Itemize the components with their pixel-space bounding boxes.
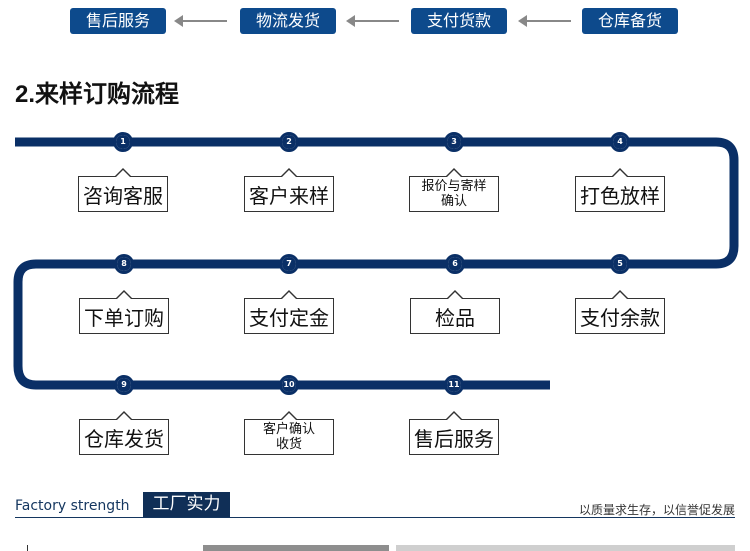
- step-number-badge: 1: [113, 132, 133, 152]
- step-label: 检品: [435, 305, 475, 330]
- step-number-badge: 3: [444, 132, 464, 152]
- top-flow-warehouse: 仓库备货: [582, 8, 678, 34]
- step-box: 支付余款: [575, 290, 665, 334]
- step-number-badge: 4: [610, 132, 630, 152]
- step-number-badge: 9: [114, 375, 134, 395]
- step-box: 报价与寄样 确认: [409, 168, 499, 212]
- step-box: 客户来样: [244, 168, 334, 212]
- top-flow-logistics: 物流发货: [240, 8, 336, 34]
- step-number: 6: [448, 257, 462, 271]
- arrow-left-icon: [518, 15, 571, 27]
- step-box: 咨询客服: [78, 168, 168, 212]
- factory-photo: [396, 545, 735, 551]
- step-number: 9: [117, 378, 131, 392]
- step-box: 打色放样: [575, 168, 665, 212]
- step-box: 支付定金: [244, 290, 334, 334]
- step-number: 8: [117, 257, 131, 271]
- step-label: 售后服务: [414, 426, 494, 451]
- step-number-badge: 2: [279, 132, 299, 152]
- step-label: 客户来样: [249, 183, 329, 208]
- footer-english-title: Factory strength: [15, 498, 130, 514]
- step-label: 打色放样: [580, 183, 660, 208]
- step-box: 仓库发货: [79, 411, 169, 455]
- step-number-badge: 6: [445, 254, 465, 274]
- step-number: 4: [613, 135, 627, 149]
- step-label: 仓库发货: [84, 426, 164, 451]
- step-label: 报价与寄样 确认: [421, 179, 487, 209]
- step-number: 5: [613, 257, 627, 271]
- step-label: 客户确认 收货: [262, 422, 315, 452]
- arrow-left-icon: [174, 15, 227, 27]
- step-number-badge: 7: [279, 254, 299, 274]
- step-label: 咨询客服: [83, 183, 163, 208]
- step-label: 支付余款: [580, 305, 660, 330]
- step-box: 售后服务: [409, 411, 499, 455]
- step-number-badge: 11: [444, 375, 464, 395]
- footer-slogan: 以质量求生存，以信誉促发展: [578, 503, 735, 517]
- factory-photo: [203, 545, 389, 551]
- step-box: 客户确认 收货: [244, 411, 334, 455]
- step-number: 7: [282, 257, 296, 271]
- divider-tick: [27, 545, 28, 551]
- step-number: 10: [282, 378, 296, 392]
- step-box: 下单订购: [79, 290, 169, 334]
- footer-badge: 工厂实力: [143, 492, 230, 517]
- top-flow-after-sales: 售后服务: [70, 8, 166, 34]
- step-number: 1: [116, 135, 130, 149]
- step-number: 11: [447, 378, 461, 392]
- step-number: 3: [447, 135, 461, 149]
- footer-divider: [15, 517, 735, 518]
- step-box: 检品: [410, 290, 500, 334]
- top-flow-payment: 支付货款: [411, 8, 507, 34]
- arrow-left-icon: [346, 15, 399, 27]
- step-number-badge: 8: [114, 254, 134, 274]
- step-label: 下单订购: [84, 305, 164, 330]
- section-title: 2.来样订购流程: [15, 81, 180, 108]
- step-label: 支付定金: [249, 305, 329, 330]
- step-number-badge: 10: [279, 375, 299, 395]
- step-number: 2: [282, 135, 296, 149]
- step-number-badge: 5: [610, 254, 630, 274]
